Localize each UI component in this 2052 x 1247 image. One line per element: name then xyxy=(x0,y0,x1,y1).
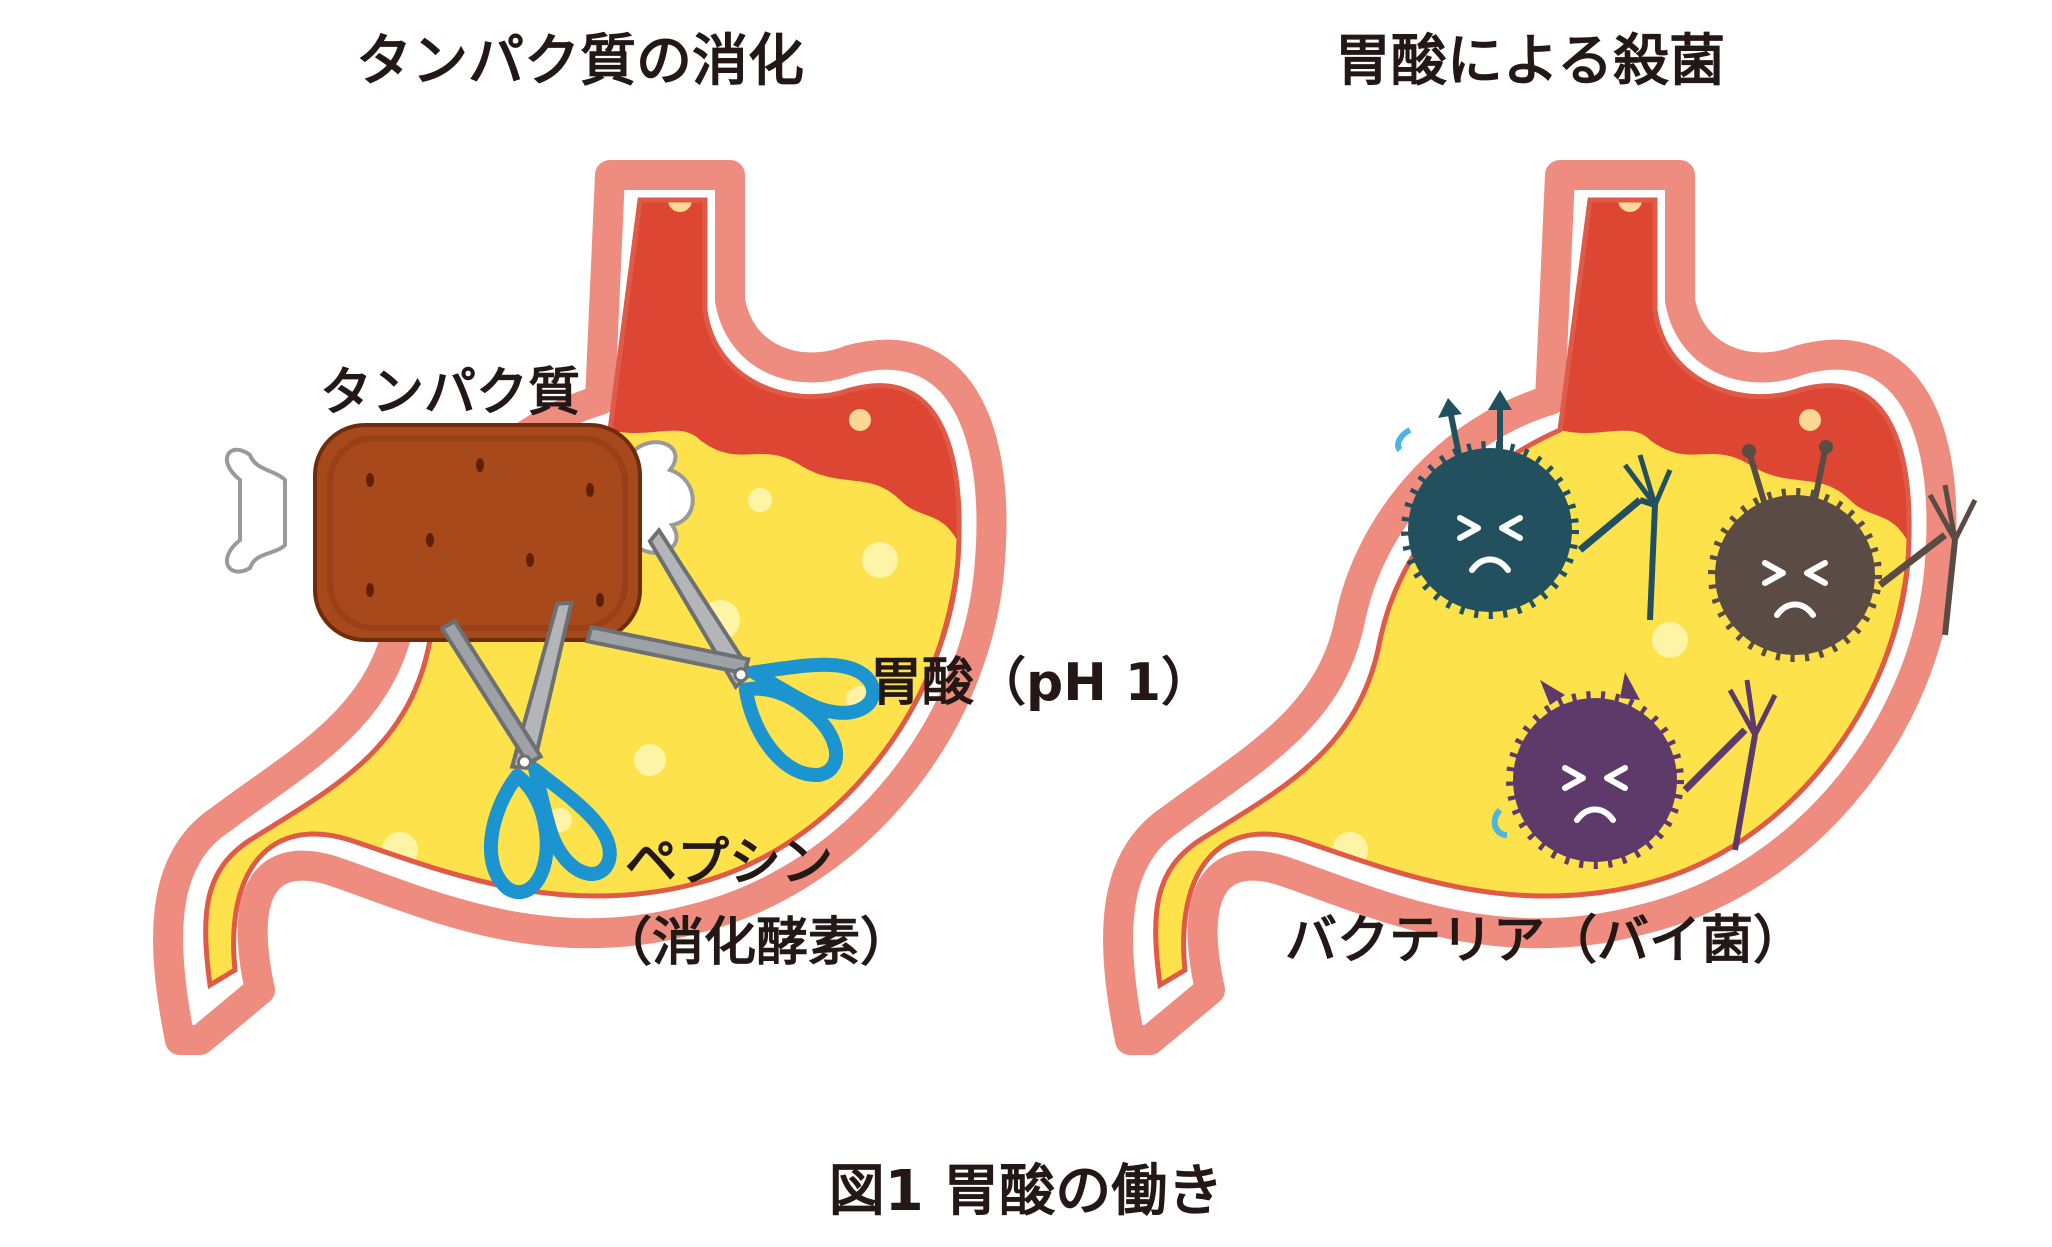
label-protein: タンパク質 xyxy=(320,363,580,423)
label-gastric-acid: 胃酸（pH 1） xyxy=(870,653,1213,713)
label-pepsin-note: （消化酵素） xyxy=(600,913,912,973)
meat-illustration xyxy=(227,425,693,640)
label-bacteria: バクテリア（バイ菌） xyxy=(1285,911,1805,971)
figure-caption: 図1 胃酸の働き xyxy=(829,1159,1223,1224)
label-pepsin: ペプシン xyxy=(625,833,833,893)
panel2-title: 胃酸による殺菌 xyxy=(1335,29,1725,94)
panel1-title: タンパク質の消化 xyxy=(356,29,804,94)
